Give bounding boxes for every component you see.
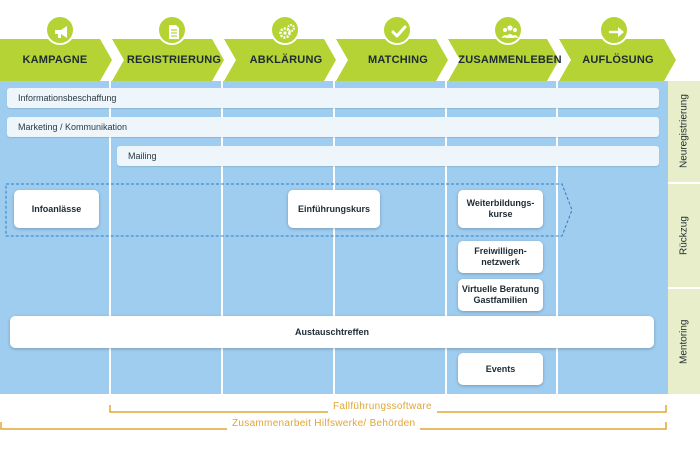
status-label-mentoring: Mentoring xyxy=(678,319,690,364)
phase-arrow xyxy=(336,39,448,81)
label-zusammenarbeit: Zusammenarbeit Hilfswerke/ Behörden xyxy=(227,418,421,430)
status-column xyxy=(668,81,700,394)
status-label-neuregistrierung: Neuregistrierung xyxy=(678,94,690,169)
phase-arrow xyxy=(0,39,112,81)
box-virtuelle-beratung: Virtuelle Beratung Gastfamilien xyxy=(458,279,543,311)
bar-mailing: Mailing xyxy=(117,146,659,166)
box-events: Events xyxy=(458,353,543,385)
phase-label-kampagne: KAMPAGNE xyxy=(22,54,88,66)
column-divider xyxy=(333,81,335,394)
phase-label-matching: MATCHING xyxy=(367,54,429,66)
box-weiterbildungskurse: Weiterbildungs- kurse xyxy=(458,190,543,228)
megaphone-icon xyxy=(45,15,75,45)
gears-icon xyxy=(270,15,300,45)
document-icon xyxy=(157,15,187,45)
column-divider xyxy=(221,81,223,394)
phase-label-zusammenleben: ZUSAMMENLEBEN xyxy=(458,54,562,66)
phase-arrow xyxy=(559,39,676,81)
checkmark-icon xyxy=(382,15,412,45)
box-infoanlaesse: Infoanlässe xyxy=(14,190,99,228)
bar-marketing-kommunikation: Marketing / Kommunikation xyxy=(7,117,659,137)
arrow-right-icon xyxy=(599,15,629,45)
phase-label-registrierung: REGISTRIERUNG xyxy=(126,54,222,66)
status-label-rueckzug: Rückzug xyxy=(678,216,690,255)
phase-label-aufloesung: AUFLÖSUNG xyxy=(582,54,654,66)
bar-informationsbeschaffung: Informationsbeschaffung xyxy=(7,88,659,108)
status-separator xyxy=(668,182,700,184)
group-icon xyxy=(493,15,523,45)
label-fallfuehrungssoftware: Fallführungssoftware xyxy=(328,401,437,413)
status-separator xyxy=(668,287,700,289)
phase-arrow xyxy=(112,39,224,81)
column-divider xyxy=(445,81,447,394)
box-austauschtreffen: Austauschtreffen xyxy=(10,316,654,348)
box-einfuehrungskurs: Einführungskurs xyxy=(288,190,380,228)
box-freiwilligennetzwerk: Freiwilligen- netzwerk xyxy=(458,241,543,273)
phase-arrow xyxy=(448,39,559,81)
phase-label-abklaerung: ABKLÄRUNG xyxy=(249,54,323,66)
dashed-course-zone xyxy=(0,183,575,237)
column-divider xyxy=(556,81,558,394)
phase-header: KAMPAGNE REGISTRIERUNG ABKLÄRUNG MATCHIN… xyxy=(0,39,678,81)
column-divider xyxy=(109,81,111,394)
phase-arrow xyxy=(224,39,336,81)
